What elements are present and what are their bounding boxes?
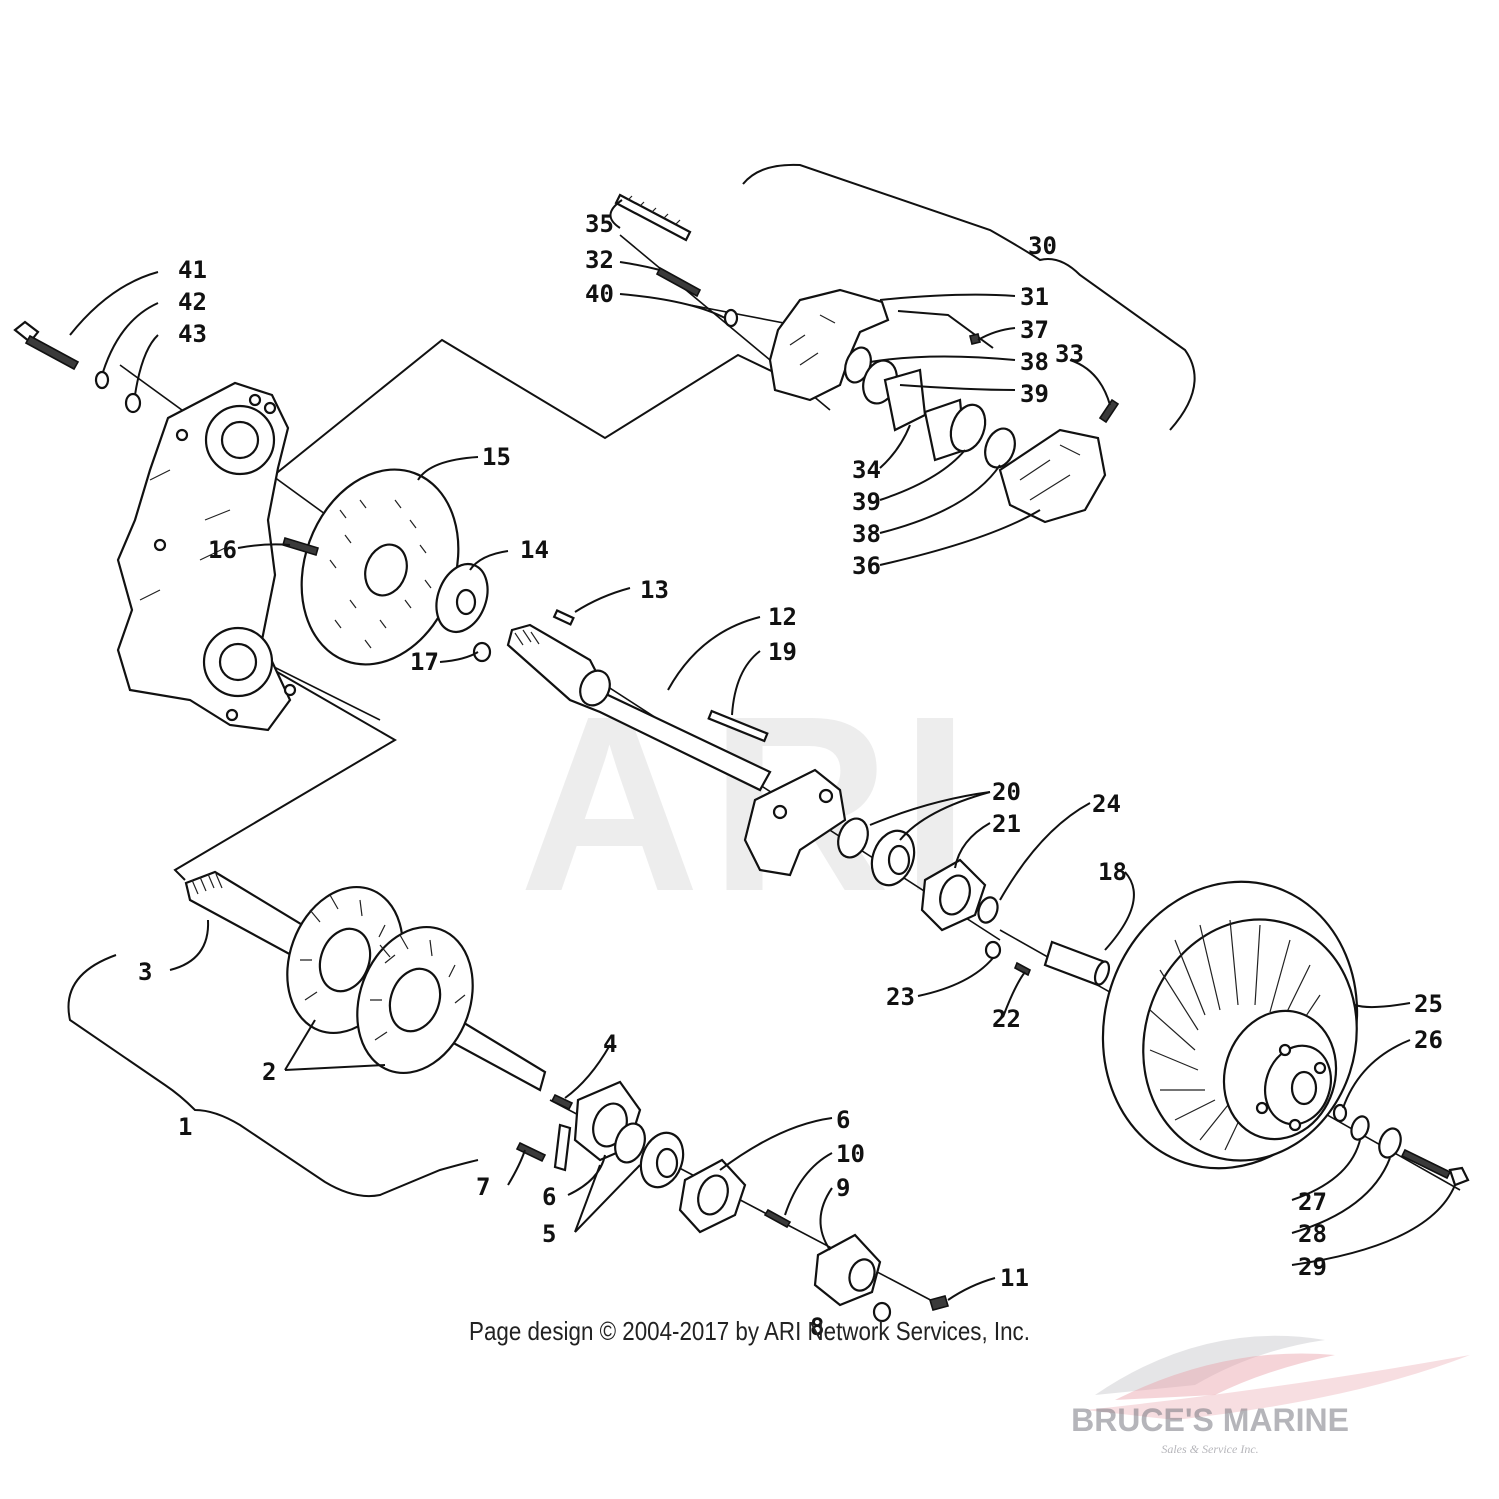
- flange-21: [920, 858, 987, 932]
- label-21: 21: [992, 810, 1021, 838]
- label-39-upper: 39: [1020, 380, 1049, 408]
- label-16: 16: [208, 536, 237, 564]
- bearings-5: [614, 1122, 685, 1189]
- pin-11: [763, 1208, 792, 1229]
- spacer-19: [707, 709, 769, 743]
- caliper-half-36: [998, 428, 1107, 524]
- label-38-upper: 38: [1020, 348, 1049, 376]
- bleeder-33: [1098, 398, 1120, 424]
- label-32: 32: [585, 246, 614, 274]
- label-42: 42: [178, 288, 207, 316]
- piston-39-lower: [949, 403, 987, 453]
- label-22: 22: [992, 1005, 1021, 1033]
- label-17: 17: [410, 648, 439, 676]
- bolt-41: [13, 320, 80, 371]
- flange-6-right: [678, 1158, 747, 1234]
- dealer-name: BRUCE'S MARINE: [1071, 1402, 1349, 1438]
- label-24: 24: [1092, 790, 1121, 818]
- bolt-16: [282, 536, 319, 557]
- washer-43: [124, 392, 142, 414]
- key-13: [552, 609, 575, 626]
- label-25: 25: [1414, 990, 1443, 1018]
- label-2: 2: [262, 1058, 276, 1086]
- label-35: 35: [585, 210, 614, 238]
- label-34: 34: [852, 456, 881, 484]
- seal-24: [977, 896, 999, 924]
- label-37: 37: [1020, 316, 1049, 344]
- bolt-29: [1400, 1148, 1470, 1187]
- label-8: 8: [810, 1313, 824, 1341]
- screw-7: [515, 1141, 547, 1163]
- label-23: 23: [886, 983, 915, 1011]
- sprockets-2: [286, 885, 474, 1075]
- label-6-left: 6: [542, 1183, 556, 1211]
- screw-22: [1013, 961, 1032, 977]
- bracket-7: [553, 1123, 572, 1172]
- driven-clutch-25: [1101, 880, 1359, 1170]
- connector-line-lower: [173, 664, 397, 881]
- spacer-18: [1043, 940, 1111, 987]
- label-36: 36: [852, 552, 881, 580]
- washer-26: [1332, 1103, 1348, 1123]
- label-39-lower: 39: [852, 488, 881, 516]
- label-14: 14: [520, 536, 549, 564]
- washer-27: [1350, 1115, 1370, 1141]
- label-4: 4: [603, 1030, 617, 1058]
- label-27: 27: [1298, 1188, 1327, 1216]
- washer-23: [984, 940, 1002, 960]
- connector-line-upper: [267, 338, 791, 481]
- housing-9: [813, 1233, 882, 1307]
- label-30: 30: [1028, 232, 1057, 260]
- jackshaft-12: [506, 623, 772, 792]
- label-33: 33: [1055, 340, 1084, 368]
- chaincase-housing: [116, 381, 297, 732]
- leader-lines: [69, 199, 1456, 1301]
- bolt-32: [655, 266, 702, 298]
- part-labels: 41 42 43 15 16 14 17 13 12 19 20 21 24 1…: [138, 210, 1443, 1341]
- label-26: 26: [1414, 1026, 1443, 1054]
- label-10: 11: [1000, 1264, 1029, 1292]
- label-1: 1: [178, 1113, 192, 1141]
- nut-8: [872, 1301, 892, 1323]
- label-20: 20: [992, 778, 1021, 806]
- label-43: 43: [178, 320, 207, 348]
- label-31: 31: [1020, 283, 1049, 311]
- group-bracket-1: [67, 954, 479, 1198]
- copyright-notice: Page design © 2004-2017 by ARI Network S…: [469, 1316, 1030, 1346]
- bearings-20: [837, 817, 916, 887]
- label-11: 10: [836, 1140, 865, 1168]
- bearing-housing-plate: [743, 768, 847, 877]
- label-3: 3: [138, 958, 152, 986]
- dealer-logo: [1085, 1335, 1470, 1420]
- label-28: 28: [1298, 1220, 1327, 1248]
- cotter-35: [614, 193, 692, 242]
- label-7: 7: [476, 1173, 490, 1201]
- washer-40: [723, 308, 739, 328]
- cup-28: [1378, 1127, 1402, 1159]
- label-18: 18: [1098, 858, 1127, 886]
- washer-42: [94, 370, 110, 390]
- label-6-right: 6: [836, 1106, 850, 1134]
- caliper-half-31: [768, 288, 890, 402]
- brake-disc-15: [300, 468, 460, 666]
- group-bracket-30: [742, 163, 1196, 431]
- label-5: 5: [542, 1220, 556, 1248]
- label-15: 15: [482, 443, 511, 471]
- label-29: 29: [1298, 1253, 1327, 1281]
- brake-pads-34: [883, 368, 967, 462]
- label-41: 41: [178, 256, 207, 284]
- screw-4: [550, 1093, 574, 1111]
- fitting-10: [928, 1295, 950, 1311]
- label-38-lower: 38: [852, 520, 881, 548]
- dealer-tagline: Sales & Service Inc.: [1161, 1442, 1259, 1456]
- piston-seal-38-lower: [984, 427, 1016, 469]
- label-12: 12: [768, 603, 797, 631]
- nut-17: [472, 641, 492, 663]
- label-40: 40: [585, 280, 614, 308]
- pin-37: [969, 333, 981, 345]
- label-13: 13: [640, 576, 669, 604]
- label-9: 9: [836, 1174, 850, 1202]
- label-19: 19: [768, 638, 797, 666]
